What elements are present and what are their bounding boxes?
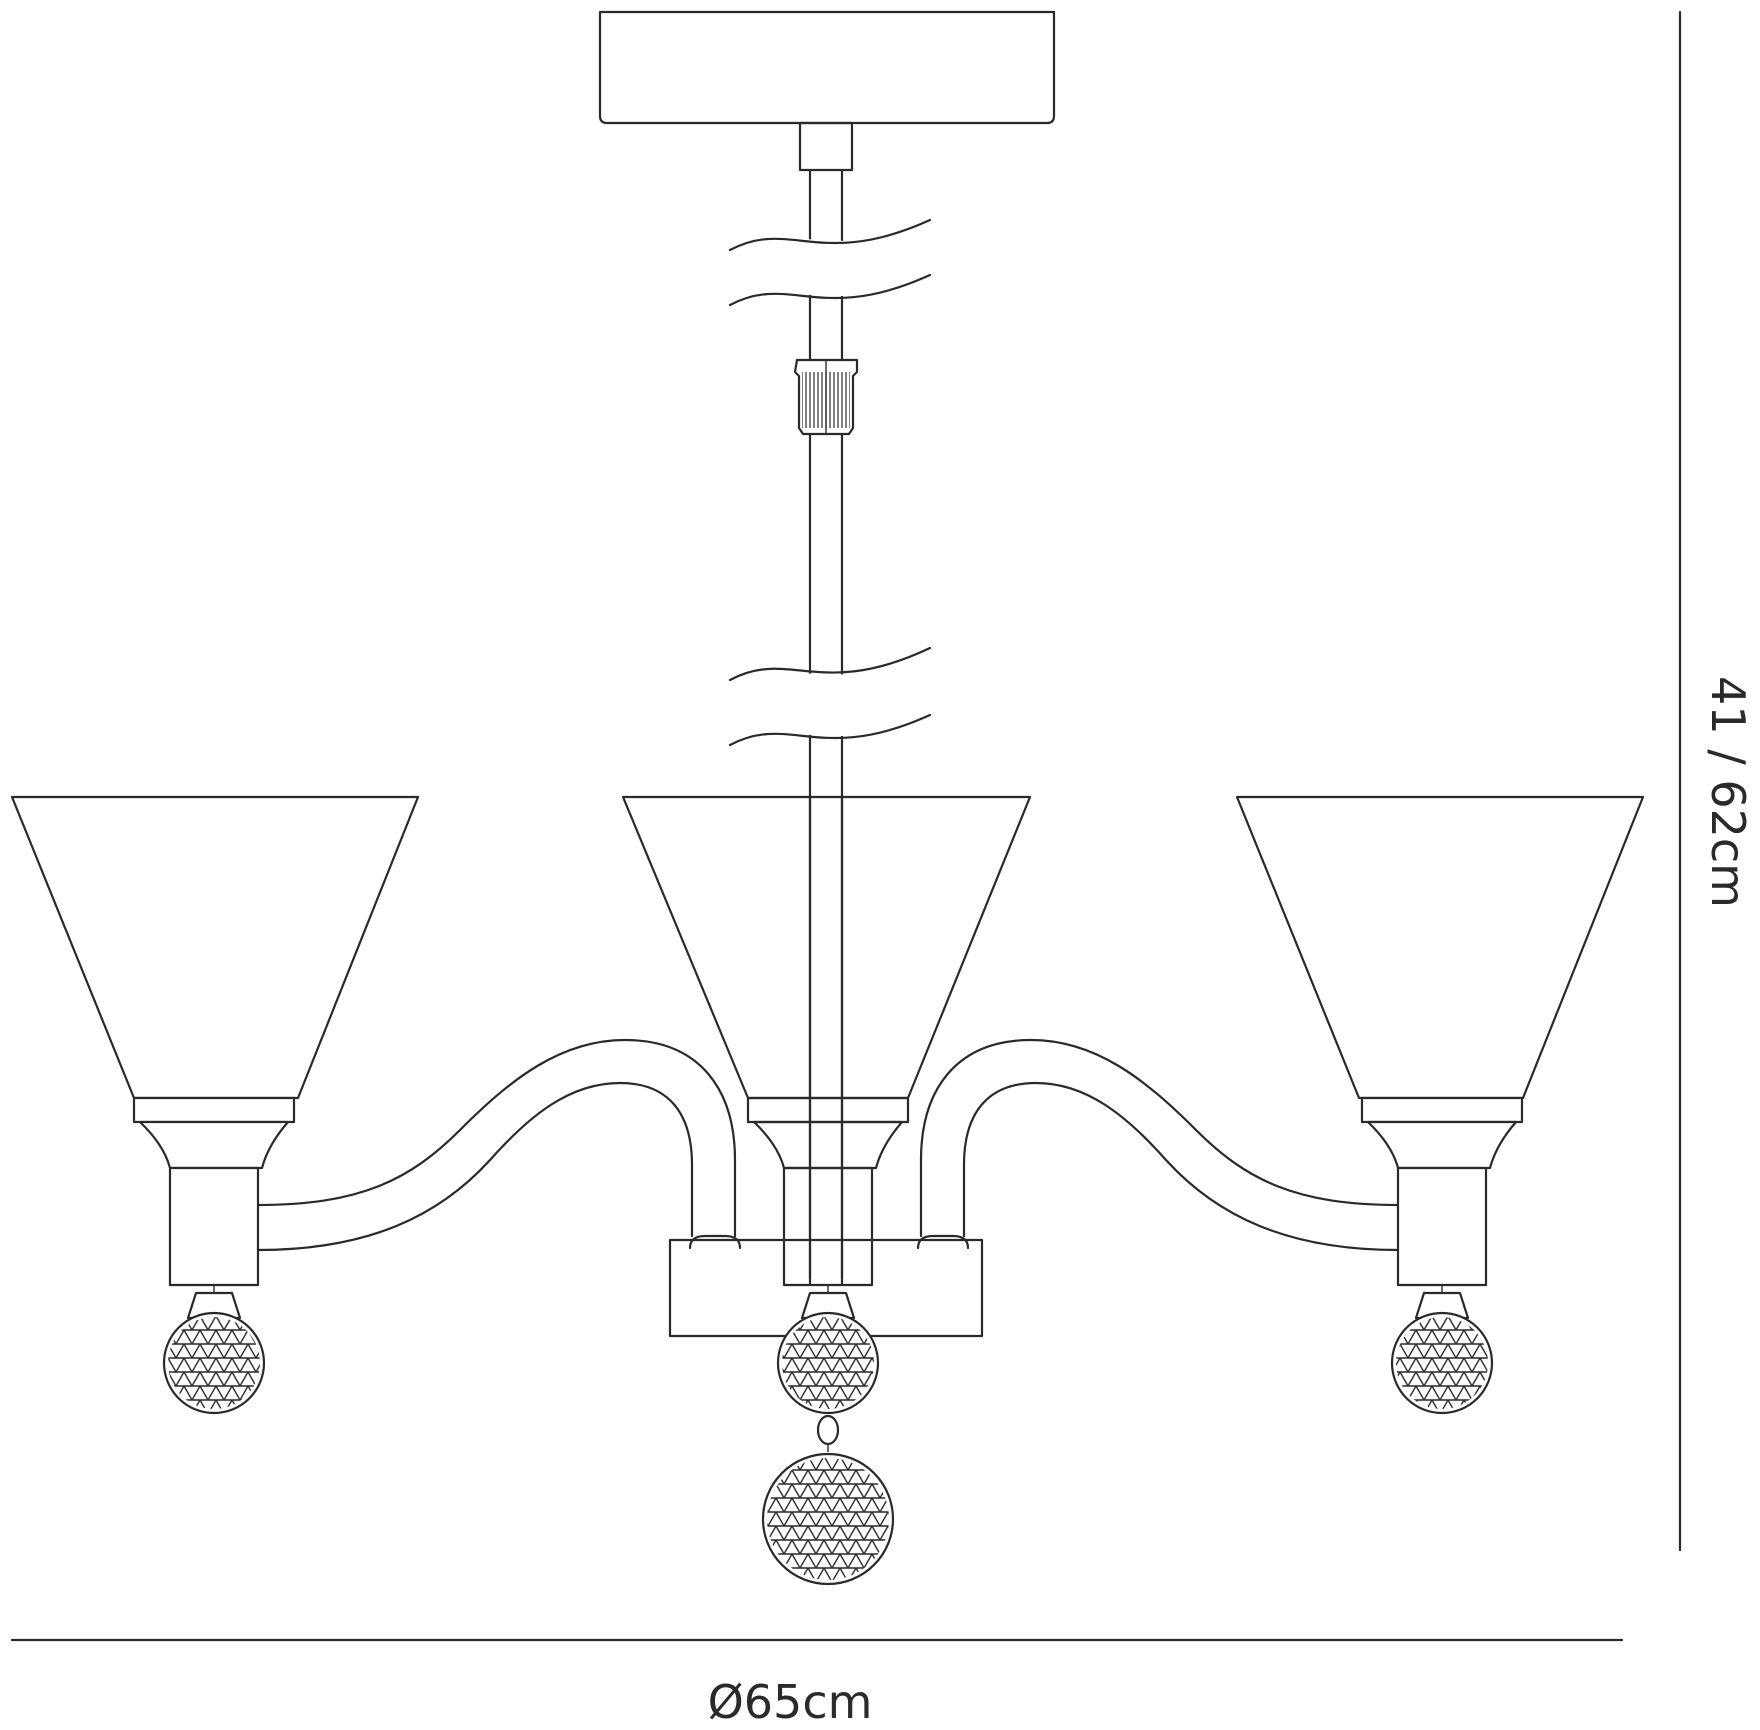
shade-right [1235,795,1645,1100]
lamp-holder-centre [782,1166,874,1287]
lamp-right [1235,795,1645,1415]
ceiling-canopy [598,10,1056,125]
shade-rim-right [1360,1096,1524,1124]
chain-link [816,1414,840,1446]
rod-break-marks [728,218,932,747]
width-dimension-label: Ø65cm [708,1675,873,1729]
height-dimension-label: 41 / 62cm [1701,676,1755,908]
shade-left [10,795,420,1100]
height-adjuster [793,358,859,436]
lamp-holder-right [1396,1166,1488,1287]
arm-left [256,1038,737,1252]
shade-rim-centre [746,1096,910,1124]
lamp-holder-left [168,1166,260,1287]
canopy-neck [798,121,854,172]
arm-collar-left [688,1234,742,1250]
arm-collar-right [916,1234,970,1250]
lamp-left [10,795,420,1415]
arm-right [919,1038,1400,1252]
lamp-centre [621,795,1032,1586]
shade-rim-left [132,1096,296,1124]
